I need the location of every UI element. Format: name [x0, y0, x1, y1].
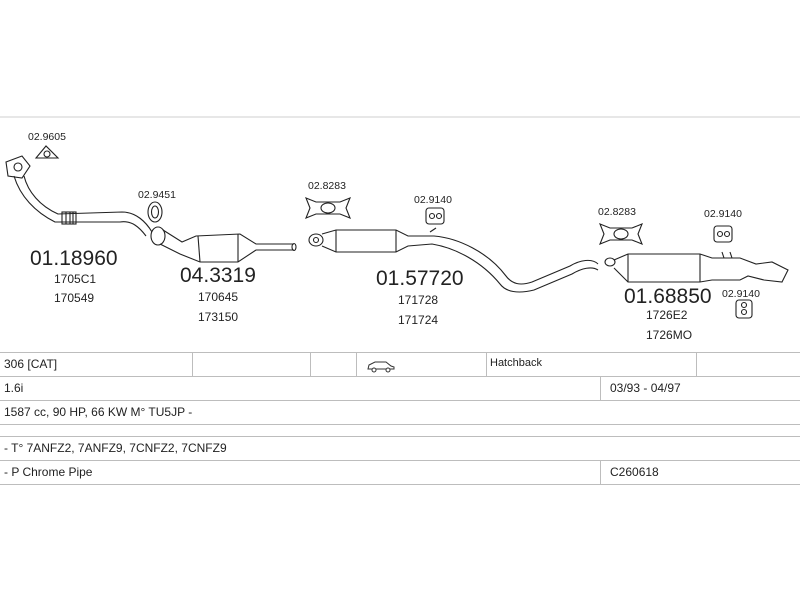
clamp-icon[interactable]: [599, 223, 643, 245]
part-code: 171724: [398, 313, 438, 327]
accessory-label: 02.8283: [598, 206, 636, 218]
accessory-label: 02.8283: [308, 180, 346, 192]
accessory-label: 02.9140: [722, 288, 760, 300]
body-type: Hatchback: [490, 357, 542, 369]
accessory-label: 02.9140: [414, 194, 452, 206]
reference-code: C260618: [610, 465, 659, 479]
rubber-mount-icon[interactable]: [425, 207, 445, 225]
part-code: 173150: [198, 310, 238, 324]
part-code: 1726E2: [646, 308, 688, 322]
production-years: 03/93 - 04/97: [610, 381, 681, 395]
ring-gasket-icon[interactable]: [147, 201, 163, 223]
accessory-label: 02.9140: [704, 208, 742, 220]
front-pipe-part[interactable]: [5, 155, 153, 237]
rear-silencer-part[interactable]: [604, 251, 789, 283]
note: - P Chrome Pipe: [4, 465, 93, 479]
rubber-mount-icon[interactable]: [735, 299, 753, 319]
center-silencer-part[interactable]: [308, 227, 599, 293]
car-icon: [366, 359, 396, 376]
part-number: 01.18960: [30, 247, 118, 270]
part-code: 1705C1: [54, 272, 96, 286]
accessory-label: 02.9605: [28, 131, 66, 143]
model-name: 306 [CAT]: [4, 357, 58, 371]
engine: 1.6i: [4, 381, 24, 395]
gasket-icon[interactable]: [34, 145, 60, 159]
rubber-mount-icon[interactable]: [713, 225, 733, 243]
part-code: 170549: [54, 291, 94, 305]
part-number: 01.57720: [376, 267, 464, 290]
accessory-label: 02.9451: [138, 189, 176, 201]
part-number: 04.3319: [180, 264, 256, 287]
catalytic-converter-part[interactable]: [150, 226, 297, 263]
part-code: 1726MO: [646, 328, 692, 342]
part-code: 170645: [198, 290, 238, 304]
part-code: 171728: [398, 293, 438, 307]
vin-types: - T° 7ANFZ2, 7ANFZ9, 7CNFZ2, 7CNFZ9: [4, 441, 227, 455]
clamp-icon[interactable]: [305, 197, 351, 219]
part-number: 01.68850: [624, 285, 712, 308]
engine-specs: 1587 cc, 90 HP, 66 KW M° TU5JP -: [4, 405, 193, 419]
